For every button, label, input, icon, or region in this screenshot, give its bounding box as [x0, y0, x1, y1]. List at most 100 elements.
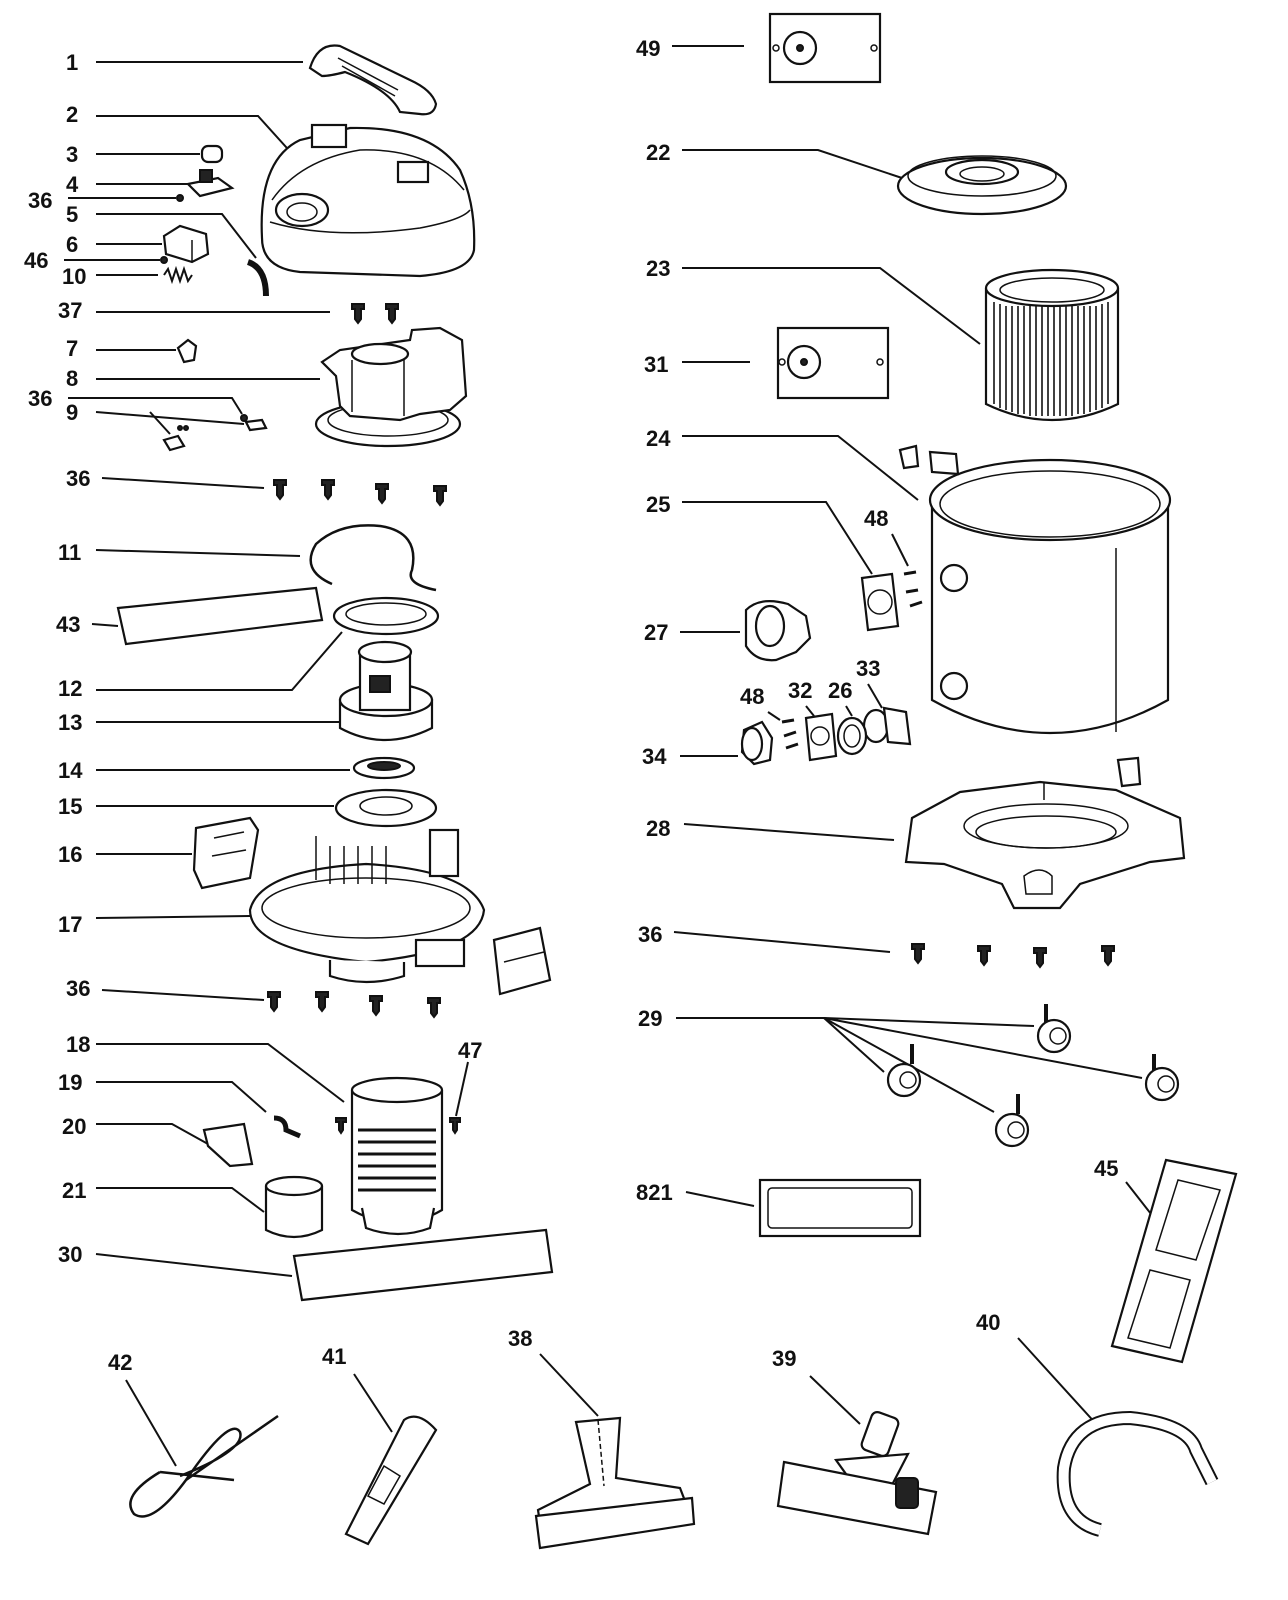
- leader-821: [685, 1191, 755, 1207]
- label-4: 4: [66, 172, 79, 197]
- label-23: 23: [646, 256, 670, 281]
- leader-5: [96, 213, 257, 259]
- part-26-ring: [836, 716, 868, 756]
- label-29: 29: [638, 1006, 662, 1031]
- label-31: 31: [644, 352, 668, 377]
- part-821-label: [758, 1178, 922, 1238]
- label-33: 33: [856, 656, 880, 681]
- leader-48-b: [767, 711, 781, 721]
- leader-23: [682, 267, 981, 345]
- label-37: 37: [58, 298, 82, 323]
- leader-40: [1017, 1337, 1099, 1427]
- part-45-label: [1110, 1158, 1238, 1364]
- part-34-nut: [740, 720, 774, 766]
- label-32: 32: [788, 678, 812, 703]
- leader-9b: [149, 411, 171, 435]
- part-27-port: [744, 599, 812, 662]
- screws-37: [351, 303, 399, 325]
- label-12: 12: [58, 676, 82, 701]
- label-19: 19: [58, 1070, 82, 1095]
- leader-22: [682, 149, 903, 179]
- leader-21: [96, 1187, 265, 1213]
- part-30-label: [292, 1228, 554, 1302]
- leader-18: [96, 1043, 345, 1103]
- screws-36-d: [267, 991, 441, 1019]
- part-13-motor: [338, 640, 434, 742]
- label-30: 30: [58, 1242, 82, 1267]
- part-12-gasket: [332, 596, 440, 636]
- label-36-a: 36: [28, 188, 52, 213]
- label-42: 42: [108, 1350, 132, 1375]
- label-9: 9: [66, 400, 78, 425]
- label-27: 27: [644, 620, 668, 645]
- label-36-c: 36: [66, 466, 90, 491]
- label-821: 821: [636, 1180, 673, 1205]
- part-16-latch: [192, 816, 260, 890]
- screws-48-b: [781, 718, 799, 750]
- leader-11: [95, 549, 301, 557]
- part-23-cartridge-filter: [984, 268, 1120, 422]
- leader-42: [125, 1379, 177, 1467]
- label-5: 5: [66, 202, 78, 227]
- leader-20: [96, 1123, 209, 1145]
- label-24: 24: [646, 426, 671, 451]
- label-36-e: 36: [638, 922, 662, 947]
- label-1: 1: [66, 50, 78, 75]
- label-2: 2: [66, 102, 78, 127]
- leader-17: [95, 915, 251, 919]
- label-14: 14: [58, 758, 83, 783]
- part-14: [352, 756, 416, 780]
- part-32-gasket: [804, 712, 838, 762]
- label-15: 15: [58, 794, 82, 819]
- label-26: 26: [828, 678, 852, 703]
- part-11-clip: [309, 524, 437, 592]
- label-16: 16: [58, 842, 82, 867]
- leader-43: [91, 623, 119, 627]
- leader-30: [95, 1253, 293, 1277]
- part-33: [862, 706, 912, 746]
- leader-24: [682, 435, 919, 501]
- label-49: 49: [636, 36, 660, 61]
- label-25: 25: [646, 492, 670, 517]
- label-11: 11: [58, 540, 81, 565]
- part-39-floor-nozzle: [776, 1411, 938, 1536]
- leader-12: [96, 631, 343, 691]
- label-18: 18: [66, 1032, 90, 1057]
- screws-36-e: [911, 943, 1115, 969]
- part-31-plate: [776, 326, 890, 400]
- part-17-motor-base: [248, 828, 486, 984]
- leader-19: [96, 1081, 267, 1113]
- part-9: [162, 418, 268, 452]
- screw-36-a: [176, 194, 184, 202]
- part-42-strap: [129, 1414, 279, 1518]
- part-21-foam-sleeve: [264, 1175, 324, 1239]
- part-handle: [308, 44, 438, 116]
- leader-32: [805, 705, 815, 717]
- part-20: [202, 1122, 254, 1168]
- label-41: 41: [322, 1344, 346, 1369]
- leader-48-a: [891, 533, 909, 567]
- label-28: 28: [646, 816, 670, 841]
- leader-41: [353, 1373, 393, 1433]
- leader-47: [455, 1061, 469, 1117]
- part-10-spring: [163, 265, 193, 285]
- leader-25: [682, 501, 873, 575]
- part-7: [176, 338, 198, 364]
- part-6-switch: [162, 224, 210, 264]
- leader-36-c: [101, 477, 265, 489]
- label-6: 6: [66, 232, 78, 257]
- label-38: 38: [508, 1326, 532, 1351]
- part-19: [273, 1115, 301, 1139]
- part-top-cover: [260, 123, 476, 278]
- part-24-drum: [898, 444, 1172, 734]
- leader-36-b: [68, 397, 243, 415]
- leader-36-e: [673, 931, 891, 953]
- label-10: 10: [62, 264, 86, 289]
- label-48-b: 48: [740, 684, 764, 709]
- label-47: 47: [458, 1038, 482, 1063]
- part-25-flange: [860, 572, 900, 632]
- part-43-label: [116, 586, 324, 646]
- part-49-plate: [768, 12, 882, 84]
- leader-9: [95, 411, 245, 425]
- part-40-hose: [1056, 1410, 1219, 1537]
